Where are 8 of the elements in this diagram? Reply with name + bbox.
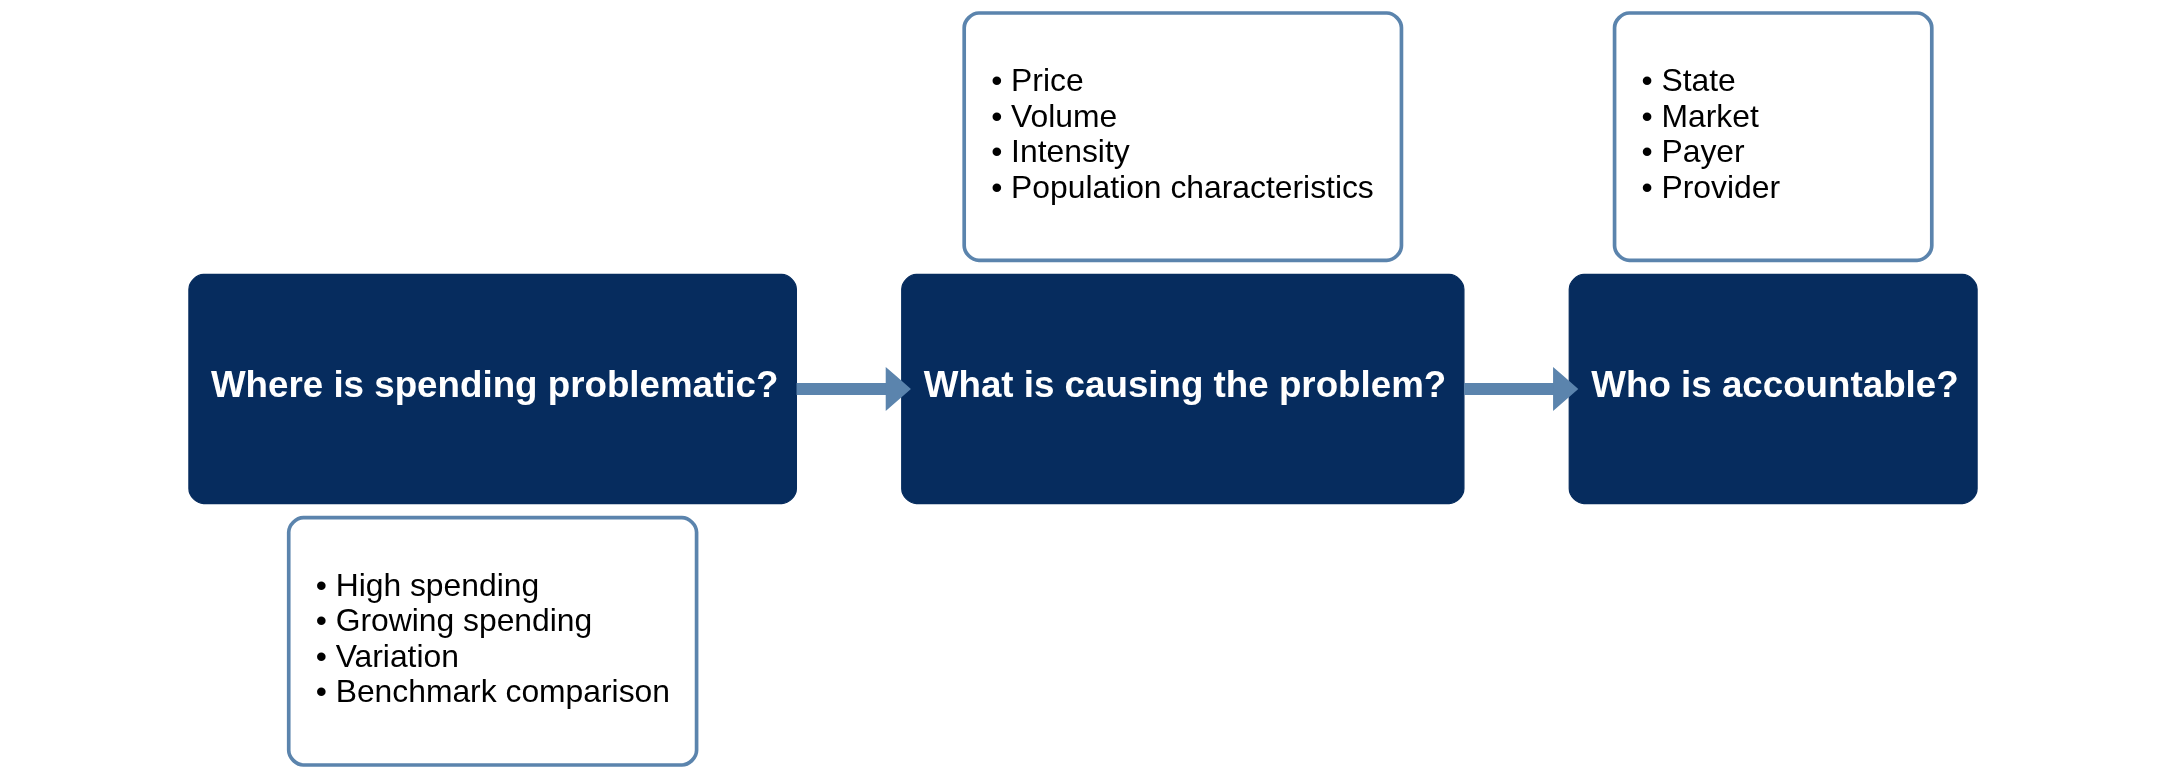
node-box: • State • Market • Payer • Provider (1612, 11, 1934, 263)
node-box: Where is spending problematic? (188, 273, 797, 505)
node-box: • Price • Volume • Intensity • Population characteristics (962, 11, 1404, 263)
node-box: What is causing the problem? (901, 273, 1465, 505)
node-box: • High spending • Growing spending • Variation • Benchmark comparison (286, 515, 699, 767)
arrow (796, 366, 911, 412)
node-box: Who is accountable? (1568, 273, 1978, 505)
arrow (1464, 366, 1579, 412)
